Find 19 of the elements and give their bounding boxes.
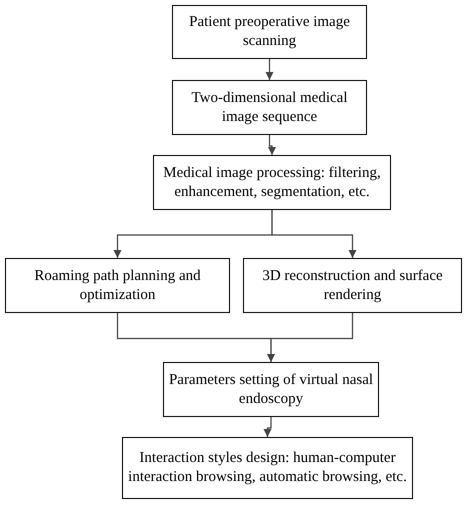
- arrow: [266, 59, 274, 80]
- process-box: [172, 80, 367, 135]
- process-box: [243, 258, 462, 313]
- arrow: [267, 313, 354, 362]
- process-box: [172, 5, 367, 59]
- box-text: Medical image processing: filtering, enhancement, segmentation, etc.: [162, 164, 382, 202]
- box-text: Roaming path planning and optimization: [33, 266, 202, 304]
- arrow: [271, 210, 356, 258]
- box-text: Two-dimensional medical image sequence: [190, 88, 348, 126]
- box-text: Parameters setting of virtual nasal endoscopy: [168, 370, 374, 408]
- box-text: Interaction styles design: human-computer interaction browsing, automatic browsing, etc.: [127, 449, 408, 487]
- process-box: [122, 437, 413, 499]
- process-box: [5, 258, 230, 313]
- process-box: [153, 155, 391, 210]
- box-text: 3D reconstruction and surface rendering: [261, 266, 444, 304]
- process-box: [163, 362, 379, 417]
- arrow: [268, 135, 276, 155]
- box-text: Patient preoperative image scanning: [188, 13, 351, 51]
- arrow: [264, 417, 272, 437]
